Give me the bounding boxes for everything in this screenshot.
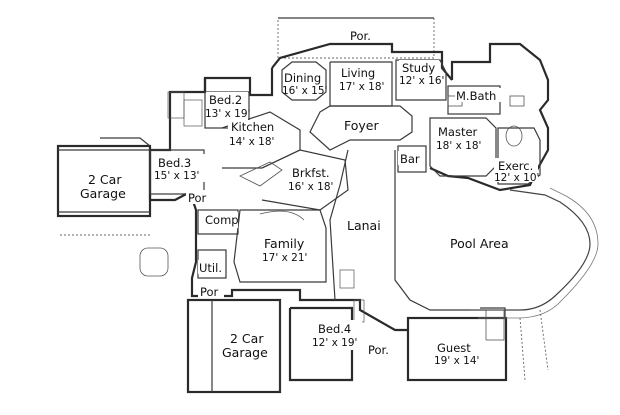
bed2-size: 13' x 19'	[205, 108, 250, 120]
dining-label: Dining	[284, 71, 321, 85]
fixtures	[139, 91, 525, 341]
exerc-size: 12' x 10'	[494, 172, 539, 184]
bar-label: Bar	[400, 152, 420, 166]
study-size: 12' x 16'	[399, 75, 444, 87]
dining-size: 16' x 15'	[282, 85, 327, 97]
util-label: Util.	[199, 261, 222, 275]
kitchen-label: Kitchen	[231, 120, 274, 134]
interior-walls	[149, 59, 541, 283]
garage-left-label: 2 Car	[88, 172, 122, 187]
porch-bottom-label: Por	[200, 285, 219, 299]
porch-top-label: Por.	[350, 29, 371, 43]
bed3-size: 15' x 13'	[154, 170, 199, 182]
family-label: Family	[264, 236, 305, 251]
study-label: Study	[402, 61, 435, 75]
guest-size: 19' x 14'	[434, 355, 479, 367]
brkfst-size: 16' x 18'	[288, 181, 333, 193]
garage-left-label-2: Garage	[80, 186, 126, 201]
family-size: 17' x 21'	[262, 252, 307, 264]
guest-label: Guest	[437, 341, 471, 355]
garage-bottom-label-2: Garage	[222, 345, 268, 360]
bed3-label: Bed.3	[158, 156, 191, 170]
brkfst-label: Brkfst.	[292, 166, 329, 180]
master-size: 18' x 18'	[436, 140, 481, 152]
room-labels: Por. Dining 16' x 15' Living 17' x 18' S…	[80, 29, 539, 368]
porch-left-label: Por	[188, 191, 207, 205]
living-size: 17' x 18'	[339, 81, 384, 93]
lanai-label: Lanai	[347, 218, 381, 233]
porch-guest-label: Por.	[368, 343, 389, 357]
master-label: Master	[438, 125, 478, 139]
comp-label: Comp	[205, 213, 239, 227]
foyer-label: Foyer	[344, 118, 379, 133]
bed4-size: 12' x 19'	[312, 337, 357, 349]
bed2-label: Bed.2	[209, 93, 242, 107]
pool-area-label: Pool Area	[450, 236, 509, 251]
kitchen-size: 14' x 18'	[229, 136, 274, 148]
exerc-label: Exerc.	[498, 159, 533, 173]
pool-area-outline	[470, 187, 599, 381]
living-label: Living	[341, 66, 375, 80]
front-porch-outline	[277, 17, 435, 59]
mbath-label: M.Bath	[456, 89, 496, 103]
garage-bottom-label: 2 Car	[230, 331, 264, 346]
bed4-label: Bed.4	[318, 322, 351, 336]
